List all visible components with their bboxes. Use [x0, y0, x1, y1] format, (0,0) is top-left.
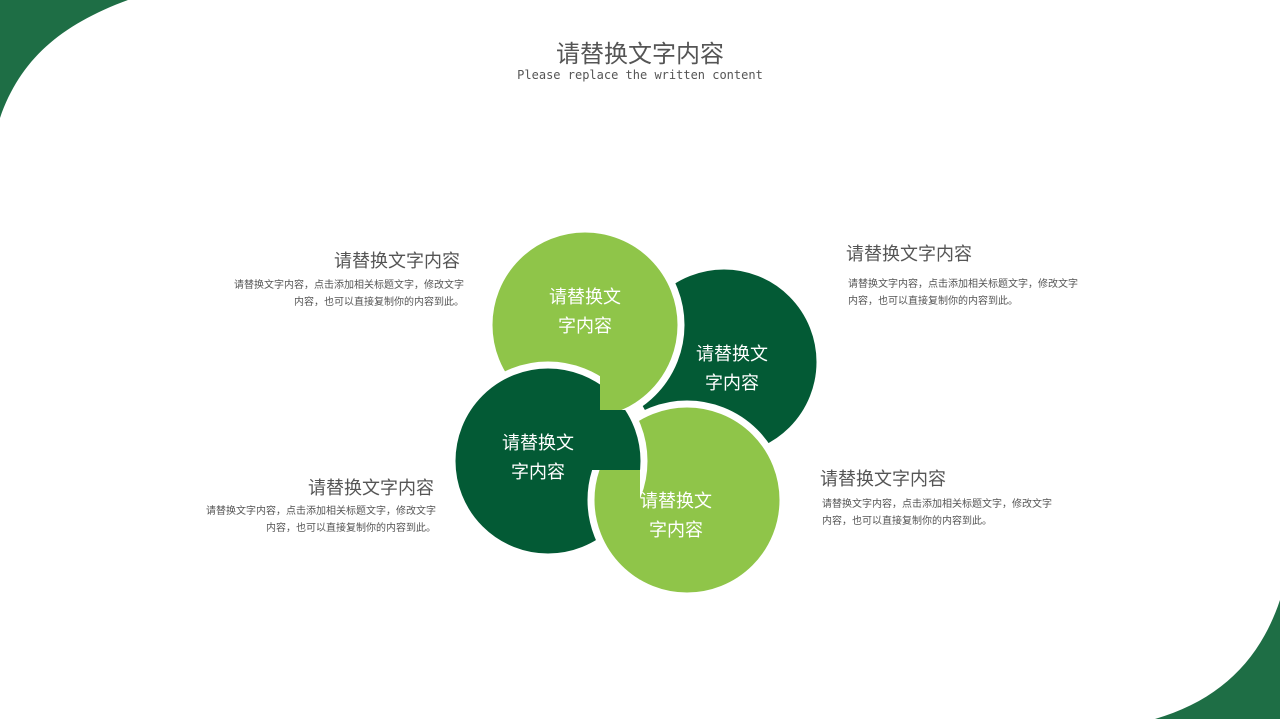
circle-label-bottom: 请替换文 字内容: [640, 487, 712, 545]
circle-label-line: 请替换文: [502, 433, 574, 454]
block-body-bottom-left: 请替换文字内容，点击添加相关标题文字，修改文字内容，也可以直接复制你的内容到此。: [206, 506, 436, 534]
block-heading-top-right: 请替换文字内容: [846, 244, 972, 265]
circle-label-line: 请替换文: [640, 491, 712, 512]
circle-top-light-overlap: [600, 226, 685, 410]
page-title: 请替换文字内容: [556, 40, 724, 68]
circle-bottom-light-overlap: [587, 470, 640, 588]
circle-label-line: 字内容: [705, 373, 759, 394]
circle-label-line: 字内容: [649, 520, 703, 541]
block-heading-bottom-left: 请替换文字内容: [308, 478, 434, 499]
circle-label-top: 请替换文 字内容: [549, 283, 621, 341]
corner-top-left: [0, 0, 128, 118]
circle-label-line: 请替换文: [696, 344, 768, 365]
block-body-top-left: 请替换文字内容，点击添加相关标题文字，修改文字内容，也可以直接复制你的内容到此。: [234, 280, 464, 308]
block-heading-bottom-right: 请替换文字内容: [820, 469, 946, 490]
circle-label-left: 请替换文 字内容: [502, 429, 574, 487]
block-body-bottom-right: 请替换文字内容，点击添加相关标题文字，修改文字内容，也可以直接复制你的内容到此。: [822, 499, 1052, 527]
circle-label-line: 字内容: [511, 462, 565, 483]
circle-label-right: 请替换文 字内容: [696, 340, 768, 398]
page-subtitle: Please replace the written content: [517, 68, 763, 82]
block-heading-top-left: 请替换文字内容: [334, 251, 460, 272]
circle-label-line: 字内容: [558, 316, 612, 337]
block-body-top-right: 请替换文字内容，点击添加相关标题文字，修改文字内容，也可以直接复制你的内容到此。: [848, 279, 1078, 307]
circle-label-line: 请替换文: [549, 287, 621, 308]
corner-bottom-right: [1155, 600, 1280, 719]
